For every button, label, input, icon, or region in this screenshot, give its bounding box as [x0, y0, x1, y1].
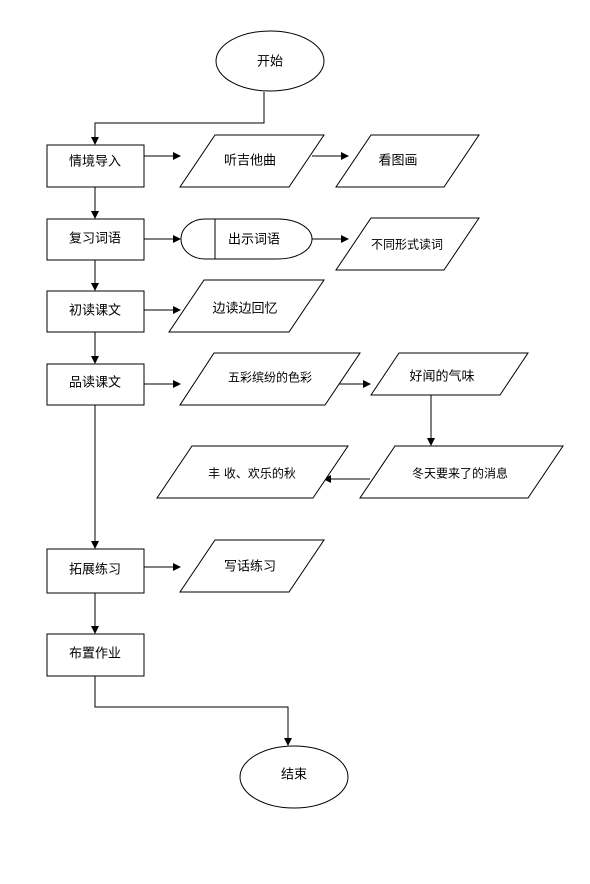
- review-words-box: [46, 218, 145, 261]
- writing-practice-label: 写话练习: [224, 560, 276, 575]
- extend-practice-box: [46, 548, 145, 594]
- winter-news-node: 冬天要来了的消息: [359, 445, 564, 499]
- intro-label: 情境导入: [69, 155, 121, 170]
- colors-label: 五彩缤纷的色彩: [228, 370, 312, 385]
- homework-label: 布置作业: [69, 647, 121, 662]
- savor-read-box: [46, 363, 145, 406]
- look-picture-node: 看图画: [335, 134, 480, 188]
- read-recall-node: 边读边回忆: [168, 279, 325, 333]
- intro-box: [46, 144, 145, 188]
- extend-practice-label: 拓展练习: [69, 563, 121, 578]
- listen-guitar-label: 听吉他曲: [224, 154, 276, 169]
- read-recall-label: 边读边回忆: [212, 301, 277, 317]
- show-words-label: 出示词语: [228, 233, 280, 248]
- intro-node: 情境导入: [46, 144, 145, 188]
- first-read-label: 初读课文: [69, 304, 121, 319]
- look-picture-label: 看图画: [378, 153, 417, 169]
- start-ellipse: [215, 30, 325, 92]
- first-read-box: [46, 290, 145, 333]
- review-words-node: 复习词语: [46, 218, 145, 261]
- end-label: 结束: [281, 768, 307, 783]
- homework-node: 布置作业: [46, 633, 145, 677]
- listen-guitar-shape: [179, 134, 325, 188]
- extend-practice-node: 拓展练习: [46, 548, 145, 594]
- harvest-shape: [156, 445, 349, 499]
- smell-label: 好闻的气味: [409, 369, 474, 385]
- first-read-node: 初读课文: [46, 290, 145, 333]
- winter-news-label: 冬天要来了的消息: [412, 466, 508, 481]
- arrow-homework-to-end: [94, 676, 292, 746]
- harvest-node: 丰 收、欢乐的秋: [156, 445, 349, 499]
- show-words-shape: [180, 218, 313, 260]
- colors-shape: [179, 352, 361, 406]
- end-ellipse: [239, 745, 349, 809]
- start-node: 开始: [215, 30, 325, 92]
- connectors: [91, 92, 435, 746]
- listen-guitar-node: 听吉他曲: [179, 134, 325, 188]
- colors-node: 五彩缤纷的色彩: [179, 352, 361, 406]
- homework-box: [46, 633, 145, 677]
- end-node: 结束: [239, 745, 349, 809]
- read-words-label: 不同形式读词: [371, 238, 443, 252]
- start-label: 开始: [257, 55, 283, 70]
- smell-node: 好闻的气味: [370, 352, 529, 396]
- arrow-start-to-intro: [91, 92, 265, 145]
- read-words-node: 不同形式读词: [335, 217, 480, 271]
- winter-news-shape: [359, 445, 564, 499]
- read-words-shape: [335, 217, 480, 271]
- harvest-label: 丰 收、欢乐的秋: [208, 466, 296, 481]
- smell-shape: [370, 352, 529, 396]
- savor-read-label: 品读课文: [69, 376, 121, 391]
- look-picture-shape: [335, 134, 480, 188]
- show-words-node: 出示词语: [180, 218, 313, 260]
- read-recall-shape: [168, 279, 325, 333]
- savor-read-node: 品读课文: [46, 363, 145, 406]
- writing-practice-node: 写话练习: [179, 539, 325, 593]
- writing-practice-shape: [179, 539, 325, 593]
- review-words-label: 复习词语: [69, 232, 121, 247]
